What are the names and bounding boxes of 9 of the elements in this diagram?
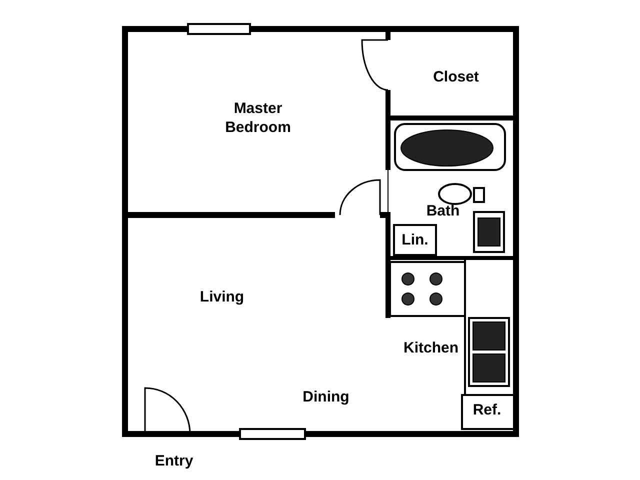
room-label: Master Bedroom [224,99,292,137]
fixture-label: Lin. [400,230,430,250]
room-label: Entry [154,452,194,470]
room-label: Living [198,288,246,306]
room-label: Kitchen [402,338,460,358]
room-label: Dining [302,388,350,406]
room-label: Bath [425,202,461,220]
fixture-label: Ref. [472,400,502,420]
room-label: Closet [432,68,480,86]
